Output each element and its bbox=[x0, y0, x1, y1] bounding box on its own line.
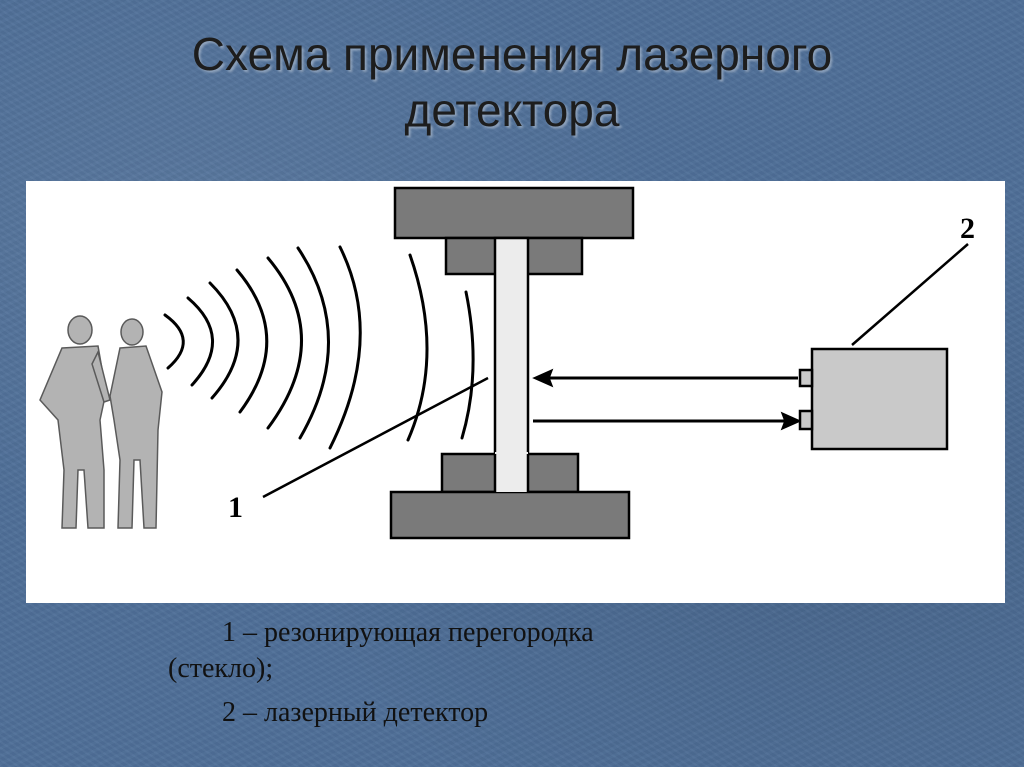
frame-top-plate bbox=[393, 186, 635, 240]
leader-lines bbox=[262, 243, 969, 499]
diagram-label-2: 2 bbox=[960, 212, 975, 245]
sound-wave-5 bbox=[266, 256, 303, 430]
resonating-glass bbox=[493, 236, 530, 495]
frame-bottom-plate bbox=[389, 490, 631, 540]
diagram-canvas: 1 2 bbox=[39, 186, 975, 540]
sound-wave-8 bbox=[406, 253, 429, 442]
sound-wave-4 bbox=[235, 268, 269, 414]
reflected-beam-arrow bbox=[533, 411, 802, 431]
laser-beams bbox=[532, 368, 802, 431]
sound-wave-3 bbox=[208, 281, 240, 400]
sound-wave-7 bbox=[328, 245, 362, 450]
caption-item-1: 1 – резонирующая перегородка bbox=[222, 617, 594, 648]
people-figure bbox=[39, 315, 163, 529]
laser-detector-device bbox=[798, 347, 949, 451]
detector-emitter-port bbox=[798, 368, 814, 388]
sound-wave-2 bbox=[186, 296, 214, 387]
slide-title-line-1: Схема применения лазерного bbox=[191, 28, 833, 80]
detector-receiver-port bbox=[798, 409, 814, 431]
sound-wave-9 bbox=[460, 290, 475, 440]
sound-waves bbox=[163, 245, 475, 450]
slide-title: Схема применения лазерного детектора bbox=[0, 26, 1024, 138]
laser-detector-diagram: 1 2 bbox=[26, 181, 1005, 603]
caption-item-2: 2 – лазерный детектор bbox=[222, 697, 489, 728]
incoming-beam-arrow bbox=[532, 368, 798, 388]
diagram-label-1: 1 bbox=[228, 491, 243, 524]
person-left bbox=[39, 315, 111, 529]
person-right bbox=[109, 318, 163, 529]
sound-wave-6 bbox=[296, 246, 330, 440]
detector-body bbox=[810, 347, 949, 451]
window-frame bbox=[389, 186, 635, 540]
leader-line-2 bbox=[851, 243, 969, 346]
leader-line-1 bbox=[262, 376, 489, 499]
caption-item-1-continued: (стекло); bbox=[168, 653, 274, 684]
sound-wave-1 bbox=[163, 313, 185, 370]
slide-title-line-2: детектора bbox=[404, 84, 620, 136]
